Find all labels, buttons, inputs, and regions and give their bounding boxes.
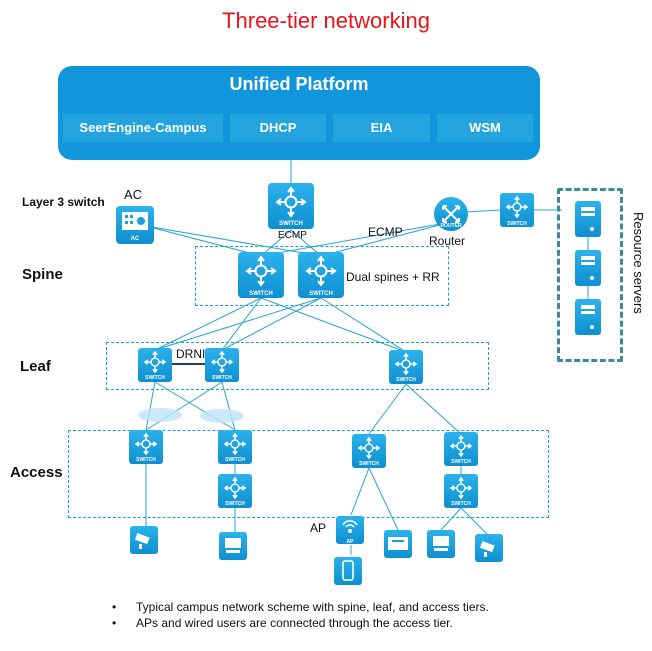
access-switch-3-text: SWITCH xyxy=(225,501,245,507)
platform-module-eia: EIA xyxy=(333,114,430,142)
desktop-icon xyxy=(427,530,455,558)
resource-servers-box xyxy=(557,188,623,362)
access-switch-1-text: SWITCH xyxy=(136,457,156,463)
spine-group-box xyxy=(195,246,449,306)
upper-links xyxy=(145,209,562,555)
ap-device-text: AP xyxy=(347,539,355,545)
server-icon xyxy=(575,250,601,286)
ecmp-right-label: ECMP xyxy=(368,225,403,239)
access-switch-6-text: SWITCH xyxy=(451,501,471,507)
router-label: Router xyxy=(429,234,466,248)
platform-title: Unified Platform xyxy=(229,74,369,94)
tier-label-leaf: Leaf xyxy=(20,358,51,375)
note-text: Typical campus network scheme with spine… xyxy=(136,600,489,614)
access-switch-5-text: SWITCH xyxy=(451,459,471,465)
spine-switch-2-text: SWITCH xyxy=(309,291,333,297)
access-switch-4-text: SWITCH xyxy=(359,461,379,467)
ac-icon xyxy=(116,206,154,244)
phone-icon xyxy=(334,557,362,585)
leaf-switch-2-text: SWITCH xyxy=(212,375,232,381)
printer-icon xyxy=(384,530,412,558)
access-group-box xyxy=(68,430,549,518)
server-switch-text: SWITCH xyxy=(507,221,527,227)
lag-oval-left xyxy=(138,408,182,422)
camera-icon xyxy=(475,534,503,562)
leaf-switch-1-text: SWITCH xyxy=(145,375,165,381)
lag-oval-right xyxy=(200,409,244,423)
camera-icon xyxy=(130,526,158,554)
dual-spines-label: Dual spines + RR xyxy=(346,270,440,284)
leaf-group-box xyxy=(106,342,489,390)
ecmp-left-label: ECMP xyxy=(278,230,307,241)
unified-platform-panel xyxy=(58,66,540,160)
router-icon xyxy=(434,197,468,231)
spine-switch-1-text: SWITCH xyxy=(249,291,273,297)
server-icon xyxy=(575,201,601,237)
platform-module-wsm: WSM xyxy=(437,114,533,142)
ac-device-text: AC xyxy=(131,236,140,242)
platform-module-seerengine-campus: SeerEngine-Campus xyxy=(63,114,223,142)
access-switch-2-text: SWITCH xyxy=(225,457,245,463)
tier-label-access: Access xyxy=(10,464,63,481)
diagram-title: Three-tier networking xyxy=(222,8,430,33)
tier-label-spine: Spine xyxy=(22,266,63,283)
ap-label: AP xyxy=(310,521,327,535)
router-device-text: ROUTER xyxy=(440,223,462,229)
drni-label: DRNI xyxy=(176,347,206,361)
leaf-switch-3-text: SWITCH xyxy=(396,377,416,383)
note-text: APs and wired users are connected throug… xyxy=(136,616,453,630)
core-switch-text: SWITCH xyxy=(279,221,303,227)
platform-module-dhcp: DHCP xyxy=(230,114,326,142)
desktop-icon xyxy=(219,532,247,560)
ac-label: AC xyxy=(124,187,143,202)
access-point-icon xyxy=(336,516,364,544)
server-icon xyxy=(575,299,601,335)
tier-label-layer3: Layer 3 switch xyxy=(22,195,105,209)
